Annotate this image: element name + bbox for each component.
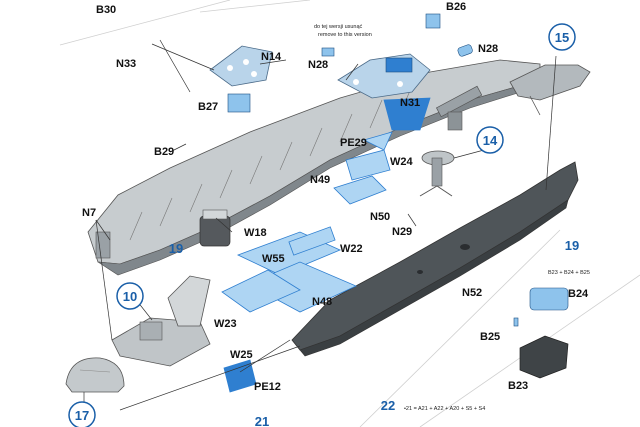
- label-n28-right: N28: [478, 43, 498, 55]
- n28-plate-part: [337, 53, 431, 99]
- label-n29: N29: [392, 226, 412, 238]
- label-n33: N33: [116, 58, 136, 70]
- label-n52: N52: [462, 287, 482, 299]
- label-b27: B27: [198, 101, 218, 113]
- transparent-parts-cluster: [221, 97, 431, 393]
- note-remove-english: remove to this version: [318, 32, 372, 38]
- label-n31: N31: [400, 97, 420, 109]
- hatch-cover-part: [65, 357, 125, 393]
- step-14: 14: [483, 133, 498, 148]
- step-19-b: 19: [565, 238, 579, 253]
- label-b29: B29: [154, 146, 174, 158]
- label-n14: N14: [261, 51, 282, 63]
- label-b26: B26: [446, 1, 466, 13]
- label-w25: W25: [230, 349, 253, 361]
- note-remove-polish: do tej wersji usunąć: [314, 24, 363, 30]
- step-circles: [68, 23, 576, 427]
- label-n7: N7: [82, 207, 96, 219]
- driver-seat-part: [111, 275, 211, 367]
- label-b30: B30: [96, 4, 116, 16]
- label-n49: N49: [310, 174, 330, 186]
- canister-part: [199, 209, 231, 247]
- note-b-combo: B23 + B24 + B25: [548, 270, 590, 276]
- label-n48: N48: [312, 296, 332, 308]
- label-pe12: PE12: [254, 381, 281, 393]
- label-n28-left: N28: [308, 59, 328, 71]
- label-b24: B24: [568, 288, 589, 300]
- label-pe29: PE29: [340, 137, 367, 149]
- label-w22: W22: [340, 243, 363, 255]
- label-w23: W23: [214, 318, 237, 330]
- b23-part: [519, 335, 569, 379]
- label-b23: B23: [508, 380, 528, 392]
- blue-small-parts: [227, 13, 569, 327]
- n14-plate-part: [209, 45, 273, 87]
- step-17: 17: [75, 408, 89, 423]
- step-21: 21: [255, 414, 269, 427]
- step-10: 10: [123, 289, 137, 304]
- label-w24: W24: [390, 156, 414, 168]
- label-b25: B25: [480, 331, 500, 343]
- upper-hull-part: [87, 59, 541, 276]
- step-22: 22: [381, 398, 395, 413]
- lower-hull-part: [291, 161, 579, 357]
- step-15: 15: [555, 30, 569, 45]
- gun-mount-part: [435, 85, 483, 131]
- label-n50: N50: [370, 211, 390, 223]
- hatch-platform-part: [509, 64, 591, 116]
- label-w55: W55: [262, 253, 285, 265]
- commander-seat-part: [419, 150, 455, 197]
- label-w18: W18: [244, 227, 267, 239]
- note-a-combo: •21 = A21 + A22 + A20 + S5 + S4: [404, 406, 485, 412]
- step-19-a: 19: [169, 241, 183, 256]
